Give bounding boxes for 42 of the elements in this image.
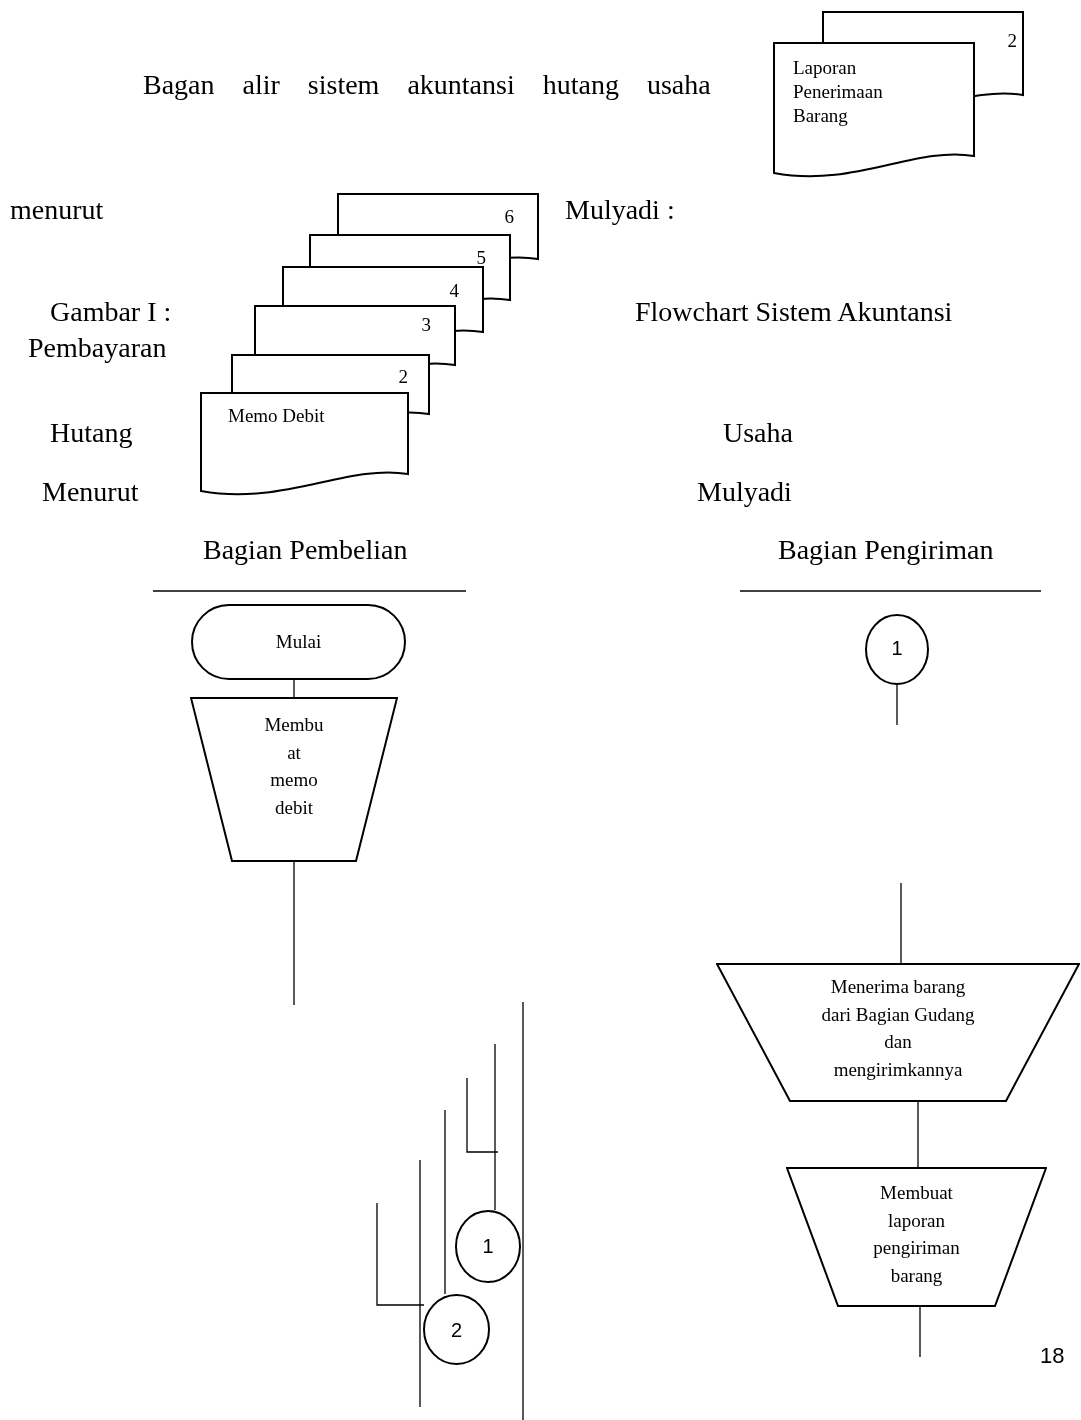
flow-line (896, 684, 898, 726)
connector-circle (865, 614, 929, 685)
flow-line (900, 882, 902, 964)
page-number: 18 (1040, 1343, 1065, 1370)
node-text: 6 (503, 205, 514, 229)
node-text: Membuat laporan pengiriman barang (872, 1181, 961, 1288)
subtitle-text: Mulyadi : (565, 193, 675, 227)
connector-circle (423, 1294, 490, 1365)
manual-operation-trapezoid (190, 697, 398, 862)
flow-line (494, 1043, 496, 1211)
node-text: Memo Debit (228, 404, 326, 428)
flow-line (444, 1109, 446, 1295)
figure-caption: Hutang (50, 416, 133, 450)
flow-line (293, 861, 295, 1006)
subtitle-text: menurut (10, 193, 104, 227)
connector-circle (455, 1210, 521, 1283)
lane-header: Bagian Pembelian (203, 533, 408, 567)
node-text: 2 (1006, 29, 1017, 53)
figure-caption: Usaha (723, 416, 793, 450)
figure-caption: Mulyadi (697, 475, 792, 509)
figure-caption: Pembayaran (28, 331, 167, 365)
manual-operation-trapezoid (716, 963, 1080, 1102)
node-text: 5 (475, 246, 486, 270)
node-text: 1 (890, 636, 904, 661)
manual-operation-trapezoid (786, 1167, 1047, 1307)
flow-line (917, 1101, 919, 1168)
node-text: Menerima barang dari Bagian Gudang dan mengirimkannya (820, 975, 976, 1082)
node-text: 2 (397, 365, 408, 389)
flow-line (293, 679, 295, 698)
title-text: Bagan alir sistem akuntansi hutang usaha (143, 68, 711, 102)
figure-caption: Flowchart Sistem Akuntansi (635, 295, 953, 329)
flow-line (919, 1306, 921, 1358)
node-text: 4 (448, 279, 459, 303)
node-text: 1 (481, 1234, 495, 1259)
node-text: 2 (449, 1318, 464, 1343)
figure-caption: Menurut (42, 475, 139, 509)
node-text: Membu at memo debit (263, 713, 325, 820)
figure-caption: Gambar I : (50, 295, 172, 329)
lane-header: Bagian Pengiriman (778, 533, 994, 567)
node-text: Mulai (274, 630, 323, 654)
node-text: Laporan Penerimaan Barang (793, 56, 884, 128)
node-text: 3 (420, 313, 431, 337)
